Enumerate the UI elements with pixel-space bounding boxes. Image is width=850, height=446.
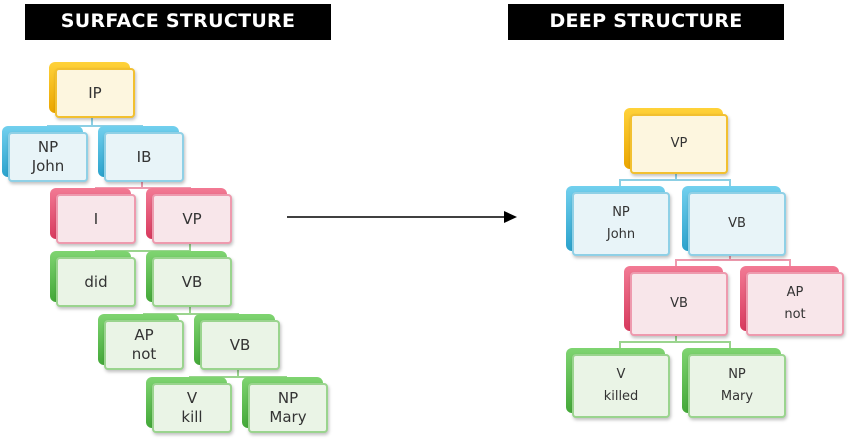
surface-structure-title: SURFACE STRUCTURE bbox=[25, 4, 331, 40]
surface-node-ip: IP bbox=[49, 62, 135, 118]
surface-node-vp: VP bbox=[146, 188, 232, 244]
deep-node-vp: VP bbox=[624, 108, 728, 174]
deep-vb-connectors bbox=[675, 253, 791, 266]
deep-vb2-connectors bbox=[619, 335, 731, 348]
surface-node-vb2: VB bbox=[194, 314, 280, 370]
deep-structure-title: DEEP STRUCTURE bbox=[508, 4, 784, 40]
surface-node-i: I bbox=[50, 188, 136, 244]
deep-node-vb2: VB bbox=[624, 266, 728, 336]
deep-vp-connectors bbox=[619, 172, 731, 186]
deep-node-vb: VB bbox=[682, 186, 786, 256]
transformation-arrow bbox=[287, 211, 517, 223]
surface-node-vb: VB bbox=[146, 251, 232, 307]
surface-node-ib: IB bbox=[98, 126, 184, 182]
surface-node-did: did bbox=[50, 251, 136, 307]
